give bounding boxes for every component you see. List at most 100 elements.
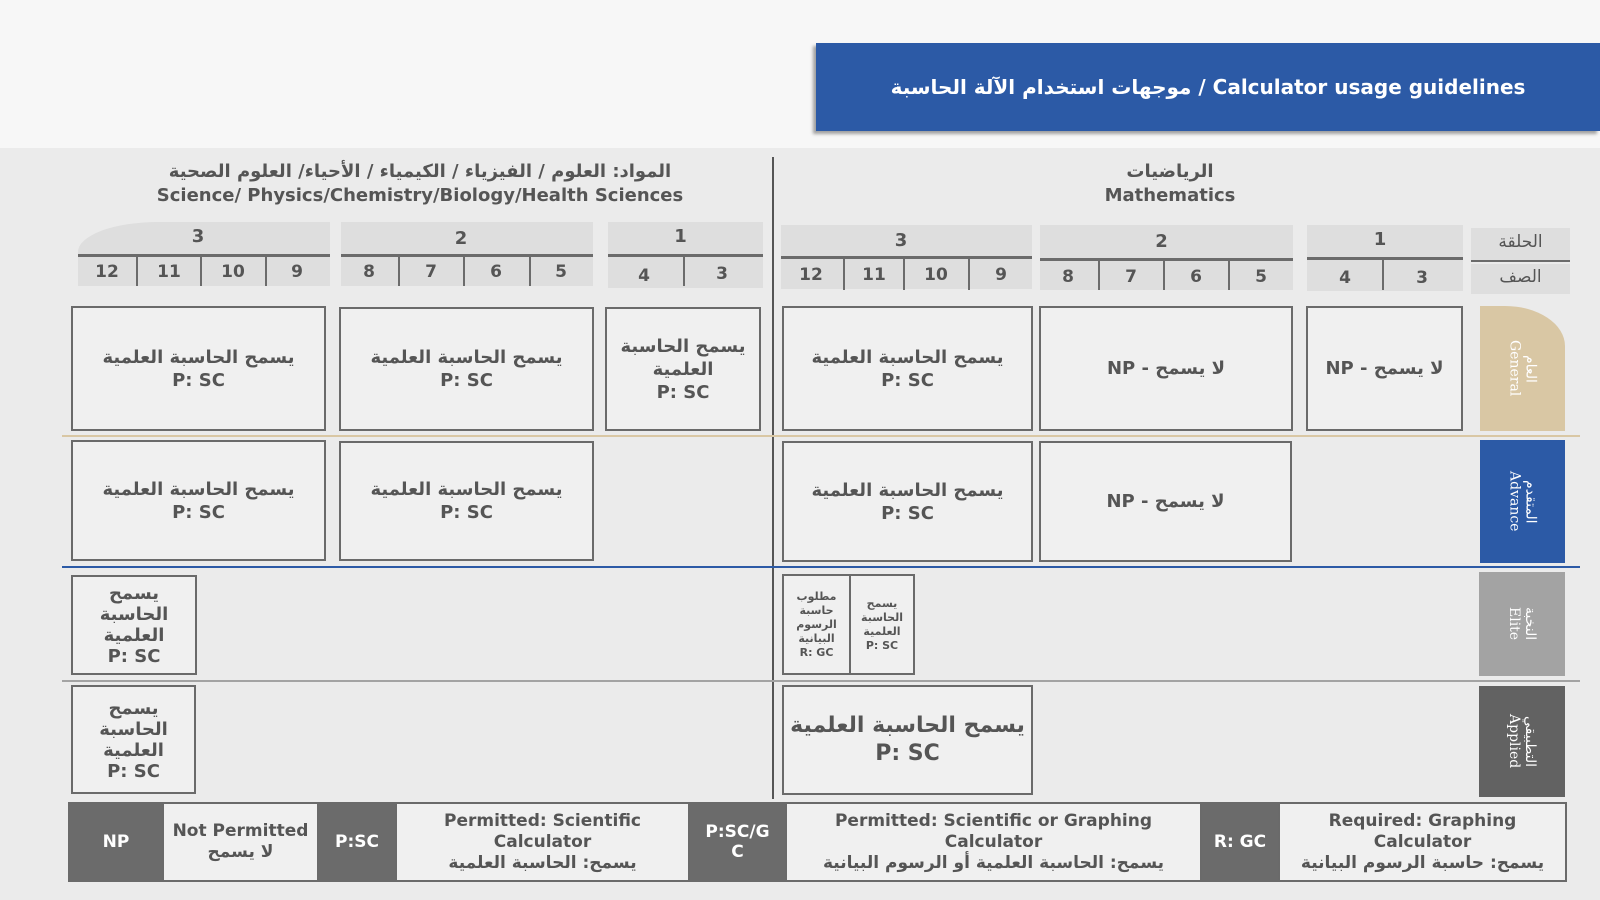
cell-applied-math: يسمح الحاسبة العلمية P: SC — [782, 685, 1033, 795]
divider — [341, 254, 593, 257]
math-cycle-2-header — [1040, 225, 1293, 290]
math-cycle-2-label: 2 — [1155, 231, 1168, 252]
cell-text-ar: يسمح الحاسبة العلمية — [370, 479, 563, 500]
legend-text: يسمح: حاسبة الرسوم البيانية — [1300, 852, 1545, 873]
cell-general-math-c1: لا يسمح - NP — [1306, 306, 1463, 431]
science-title-en: Science/ Physics/Chemistry/Biology/Healt… — [156, 185, 684, 206]
cell-text-ar: العلمية — [103, 739, 164, 761]
stream-applied-ar: التطبيقي — [1522, 715, 1538, 768]
cell-text-ar: حاسبة — [799, 603, 834, 617]
legend-pscgc: Permitted: Scientific or Graphing Calcul… — [787, 804, 1202, 880]
cell-text-ar: يسمح — [108, 697, 159, 719]
cell-code: P: SC — [172, 369, 225, 391]
math-grade-5: 5 — [1255, 267, 1267, 287]
legend-key-pscgc: P:SC/G C — [690, 804, 787, 880]
cell-code: P: SC — [107, 646, 161, 667]
grade-label-box — [1471, 264, 1570, 294]
legend-text: يسمح: الحاسبة العلمية — [448, 852, 637, 873]
cell-text-ar: يسمح الحاسبة العلمية — [811, 346, 1004, 368]
stream-elite-en: Elite — [1506, 607, 1522, 641]
cell-text-ar: يسمح الحاسبة العلمية — [370, 347, 563, 368]
stream-elite-ar: النخبة — [1522, 607, 1538, 641]
cell-text-ar: يسمح — [866, 596, 898, 610]
divider — [968, 258, 970, 290]
cell-code: P: SC — [865, 638, 899, 652]
cell-code: P: SC — [172, 501, 225, 523]
cell-general-math-c2: لا يسمح - NP — [1039, 306, 1293, 431]
divider — [1098, 260, 1100, 290]
divider — [200, 256, 202, 286]
math-grade-7: 7 — [1125, 267, 1137, 287]
legend-text: Calculator — [944, 831, 1043, 852]
science-grade-11: 11 — [157, 262, 181, 282]
cell-code: P: SC — [881, 502, 934, 524]
cell-elite-math-sc: يسمح الحاسبة العلمية P: SC — [849, 574, 915, 675]
legend-text: Not Permitted — [172, 821, 309, 841]
subject-divider — [772, 157, 774, 799]
science-grade-3: 3 — [716, 264, 728, 284]
science-grade-9: 9 — [291, 262, 303, 282]
stream-advance-ar: المتقدم — [1522, 479, 1539, 524]
cell-code: P: SC — [656, 381, 710, 403]
cell-text-ar: يسمح — [108, 583, 160, 604]
row-separator-elite — [62, 680, 1580, 682]
cell-text-np: لا يسمح - NP — [1325, 358, 1444, 379]
cell-text-ar: العلمية — [103, 625, 165, 646]
math-grade-9: 9 — [995, 265, 1007, 285]
divider — [398, 256, 400, 286]
cell-text-np: لا يسمح - NP — [1106, 491, 1225, 512]
math-grade-12: 12 — [799, 265, 823, 285]
cell-elite-math-gc: مطلوب حاسبة الرسوم البيانية R: GC — [782, 574, 851, 675]
math-grade-10: 10 — [924, 265, 948, 285]
cell-code: R: GC — [799, 645, 834, 659]
cell-text-ar: الحاسبة — [99, 604, 169, 625]
cycle-label-box — [1471, 228, 1570, 262]
row-separator-general — [62, 435, 1580, 437]
stream-advance-en: Advance — [1506, 471, 1523, 532]
divider — [136, 256, 138, 286]
math-grade-4: 4 — [1339, 268, 1351, 288]
math-cycle-3-label: 3 — [894, 230, 908, 251]
legend-np: Not Permitted لا يسمح — [164, 804, 319, 880]
cell-code: P: SC — [440, 370, 493, 391]
math-title-ar: الرياضيات — [1126, 161, 1214, 182]
cell-text-ar: مطلوب — [796, 589, 837, 603]
cell-applied-science: يسمح الحاسبة العلمية P: SC — [71, 685, 196, 794]
cell-code: P: SC — [107, 760, 160, 782]
legend-key-rgc: R: GC — [1202, 804, 1280, 880]
math-grade-3: 3 — [1416, 268, 1428, 288]
legend-text: Permitted: Scientific or Graphing — [834, 810, 1153, 831]
science-grade-5: 5 — [555, 262, 567, 282]
science-title-ar: المواد: العلوم / الفيزياء / الكيمياء / ا… — [168, 161, 672, 182]
cell-text-ar: الرسوم — [796, 617, 837, 631]
cell-text-ar: يسمح الحاسبة العلمية — [102, 478, 295, 500]
science-cycle-2-label: 2 — [454, 228, 468, 249]
cell-code: P: SC — [440, 502, 493, 523]
divider — [683, 256, 685, 286]
science-grade-12: 12 — [95, 262, 119, 282]
cycle-label: الحلقة — [1498, 232, 1543, 252]
page-title: Calculator usage guidelines / موجهات است… — [816, 43, 1600, 131]
science-grade-10: 10 — [221, 262, 245, 282]
science-cycle-3-label: 3 — [191, 226, 205, 247]
legend-text: Calculator — [493, 831, 592, 852]
math-grade-11: 11 — [862, 265, 886, 285]
legend-text: Calculator — [1373, 831, 1472, 852]
cell-code: P: SC — [875, 741, 940, 766]
cell-text-ar: العلمية — [863, 624, 901, 638]
divider — [1307, 257, 1463, 260]
divider — [463, 256, 465, 286]
divider — [529, 256, 531, 286]
grade-label: الصف — [1499, 267, 1542, 287]
divider — [781, 256, 1032, 259]
divider — [1382, 259, 1384, 290]
cell-text-ar: يسمح الحاسبة العلمية — [790, 713, 1025, 738]
